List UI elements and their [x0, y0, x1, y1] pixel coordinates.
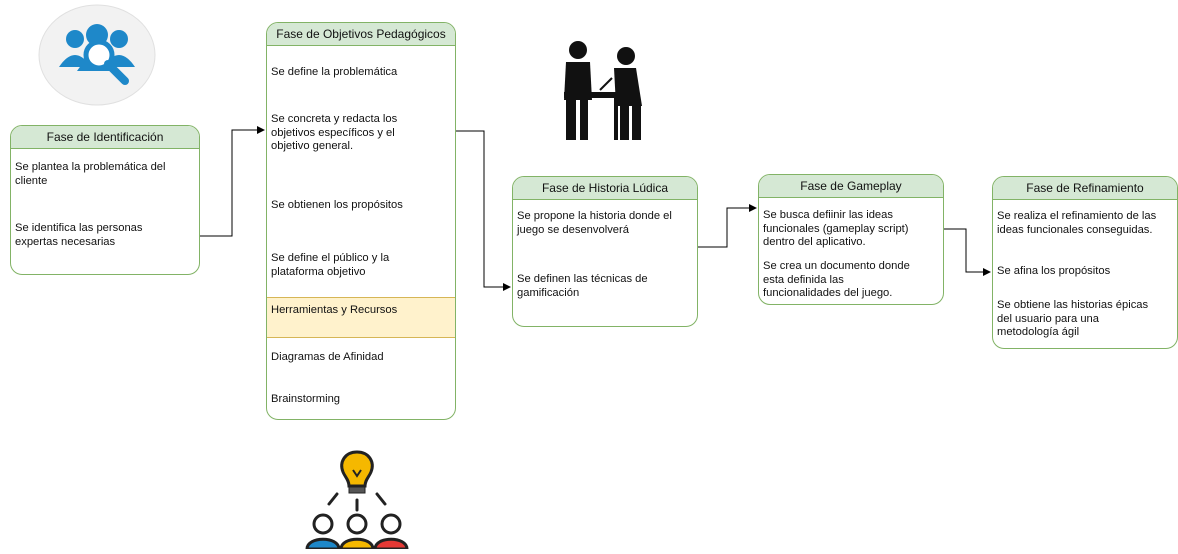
phase-title: Fase de Historia Lúdica [513, 177, 697, 200]
tool-item: Brainstorming [271, 393, 341, 405]
phase-item: Se obtiene las historias épicas del usua… [997, 299, 1149, 338]
phase-item: Se busca defiinir las ideas funcionales … [763, 209, 909, 248]
phase-item: Se afina los propósitos [997, 265, 1111, 277]
phase-title: Fase de Identificación [11, 126, 199, 149]
phase-item: Se define la problemática [271, 66, 398, 78]
phase-title: Fase de Refinamiento [993, 177, 1177, 200]
tools-header: Herramientas y Recursos [267, 297, 455, 338]
phase-item: Se plantea la problemática del cliente [15, 161, 166, 187]
phase-historia: Fase de Historia Lúdica Se propone la hi… [512, 176, 698, 327]
meeting-icon [556, 40, 656, 147]
phase-title: Fase de Gameplay [759, 175, 943, 198]
phase-refinamiento: Fase de Refinamiento Se realiza el refin… [992, 176, 1178, 349]
phase-gameplay: Fase de Gameplay Se busca defiinir las i… [758, 174, 944, 305]
connector-arrow [456, 130, 511, 291]
phase-item: Se propone la historia donde el juego se… [517, 210, 672, 236]
phase-item: Se realiza el refinamiento de las ideas … [997, 210, 1157, 236]
phase-item: Se define el público y la plataforma obj… [271, 252, 390, 278]
phase-item: Se crea un documento donde esta definida… [763, 260, 910, 299]
tool-item: Diagramas de Afinidad [271, 351, 384, 363]
phase-objetivos: Fase de Objetivos Pedagógicos Se define … [266, 22, 456, 420]
phase-item: Se obtienen los propósitos [271, 199, 403, 211]
phase-item: Se identifica las personas expertas nece… [15, 222, 143, 248]
phase-title: Fase de Objetivos Pedagógicos [267, 23, 455, 46]
connector-arrow [698, 204, 757, 248]
phase-item: Se concreta y redacta los objetivos espe… [271, 113, 398, 152]
users-search-icon [37, 3, 157, 112]
connector-arrow [200, 126, 265, 237]
phase-item: Se definen las técnicas de gamificación [517, 273, 648, 299]
phase-identificacion: Fase de Identificación Se plantea la pro… [10, 125, 200, 275]
connector-arrow [944, 228, 991, 276]
idea-team-icon [303, 450, 413, 554]
